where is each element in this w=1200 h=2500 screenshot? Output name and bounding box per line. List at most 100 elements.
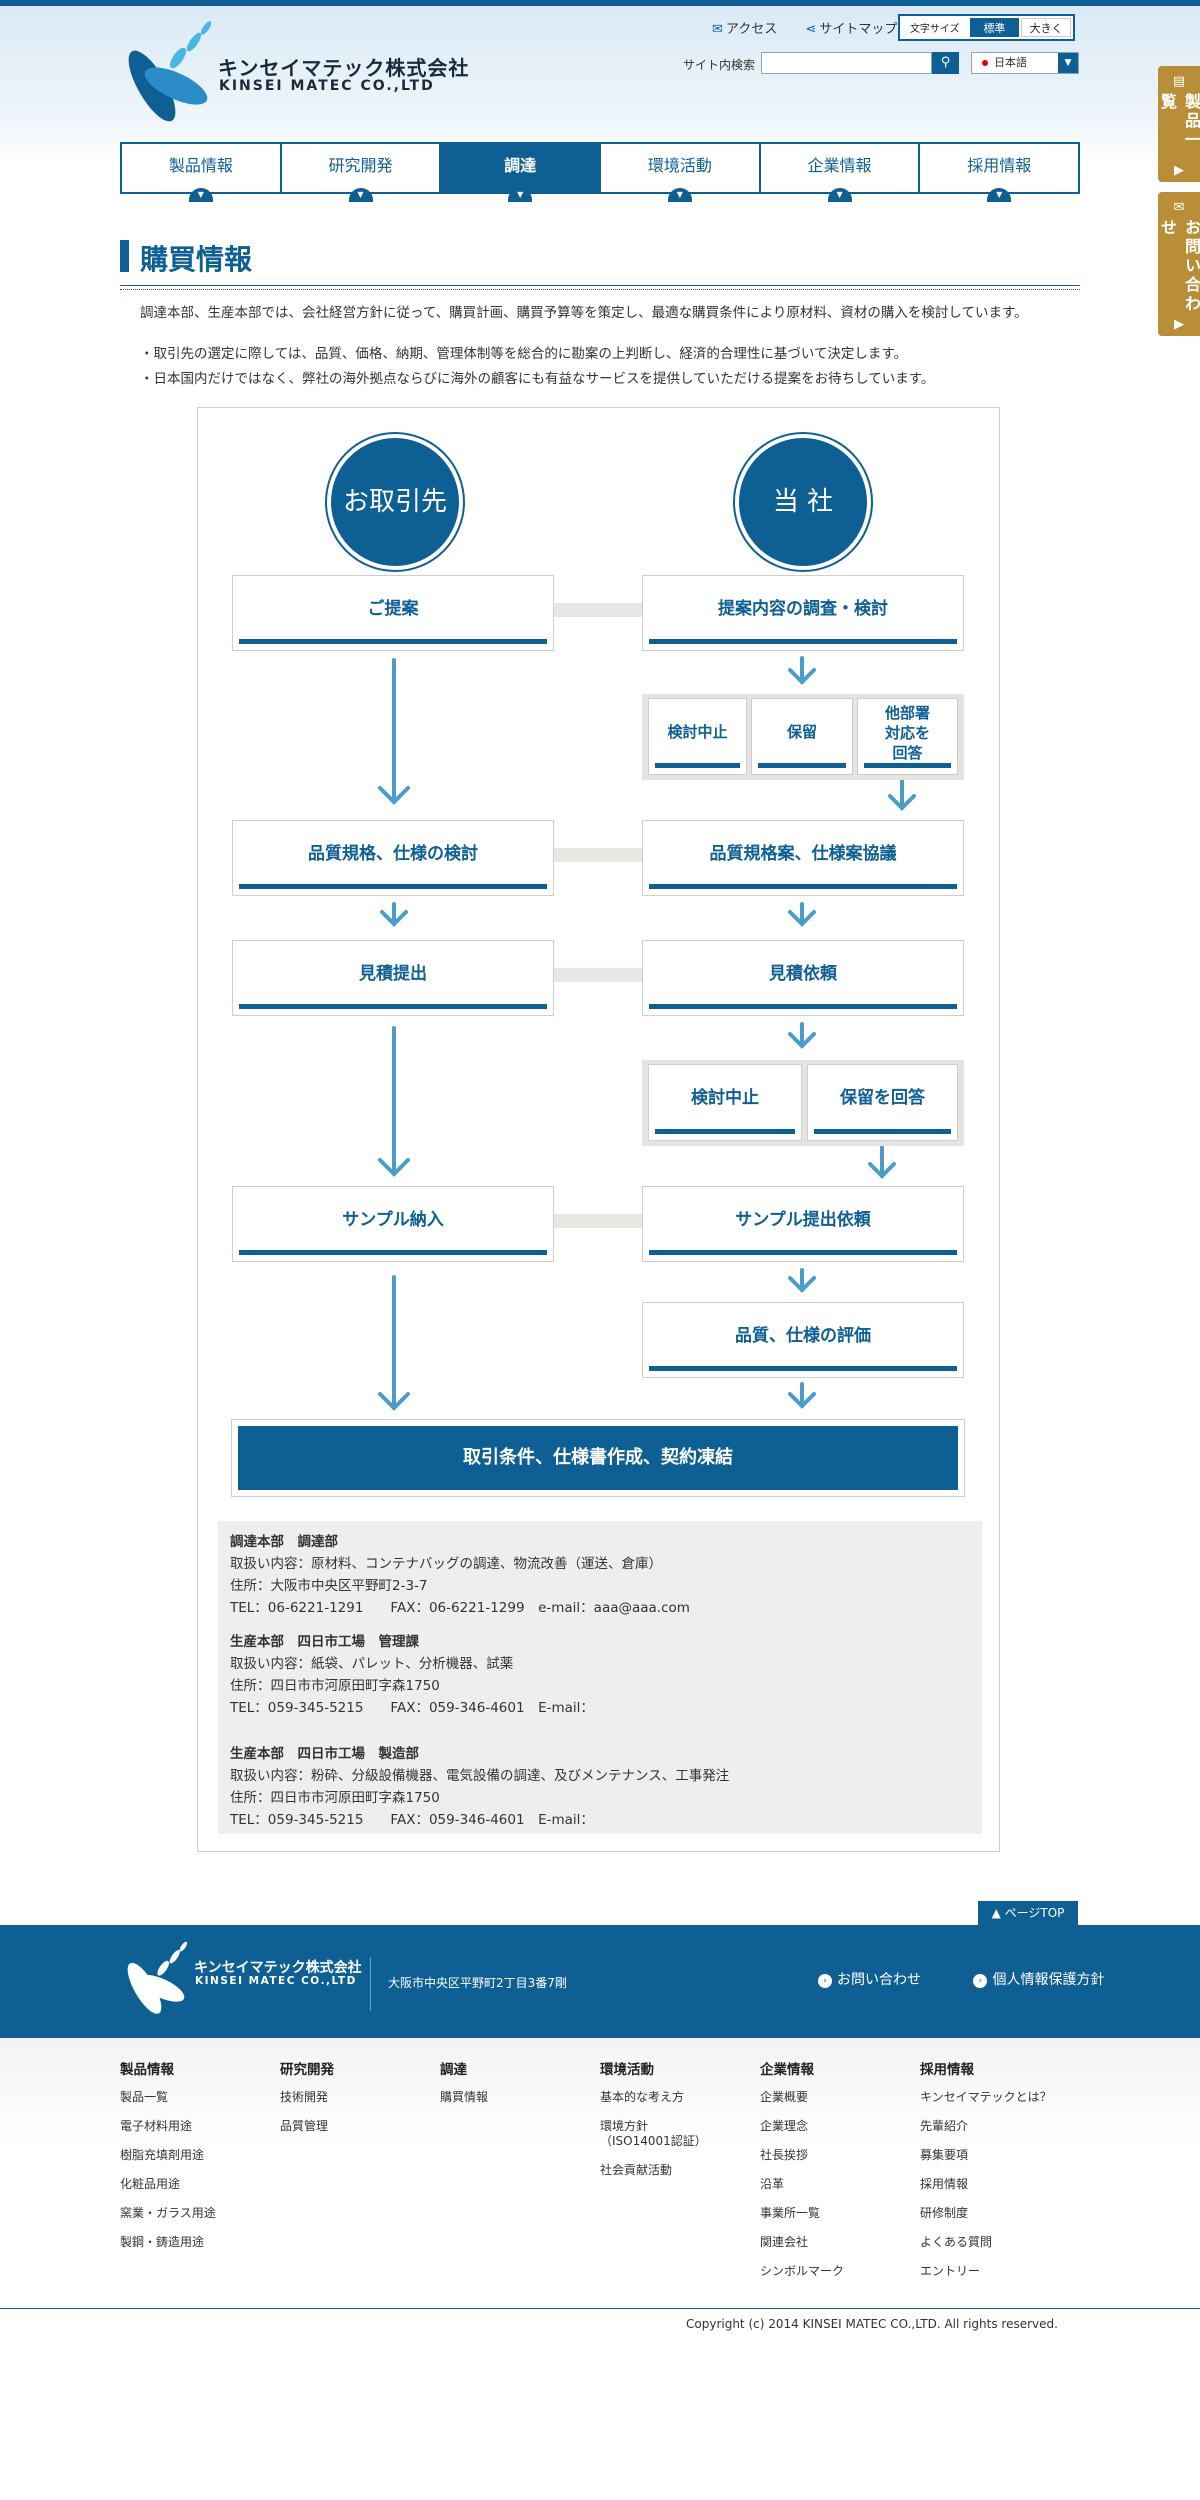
sitemap-link[interactable]: 関連会社 — [760, 2235, 809, 2249]
search-button[interactable]: ⚲ — [932, 52, 959, 74]
flow-step-final: 取引条件、仕様書作成、契約凍結 — [232, 1420, 964, 1496]
nav-item-procurement[interactable]: 調達▼ — [441, 144, 602, 202]
footer-contact-link[interactable]: ›お問い合わせ — [818, 1972, 945, 1988]
nav-item-label: 調達 — [504, 156, 537, 175]
sitemap-link[interactable]: キンセイマテックとは？ — [920, 2090, 1052, 2104]
sitemap-link[interactable]: 技術開発 — [280, 2090, 329, 2104]
sitemap-link[interactable]: 製鋼・鋳造用途 — [120, 2235, 205, 2249]
sitemap-link[interactable]: エントリー — [920, 2264, 981, 2278]
sitemap-link[interactable]: 電子材料用途 — [120, 2119, 193, 2133]
sitemap-link[interactable]: 沿革 — [760, 2177, 785, 2191]
sitemap-column: 採用情報キンセイマテックとは？先輩紹介募集要項採用情報研修制度よくある質問エント… — [920, 2058, 1080, 2293]
side-tab-products[interactable]: ▤ 製品一覧 ▶ — [1158, 66, 1200, 182]
sitemap-link[interactable]: 品質管理 — [280, 2119, 329, 2133]
flow-step-sample-request: サンプル提出依頼 — [642, 1186, 964, 1262]
sitemap-heading[interactable]: 採用情報 — [920, 2062, 974, 2078]
arrow-right-icon: ▶ — [1174, 163, 1184, 178]
sitemap-link[interactable]: 募集要項 — [920, 2148, 969, 2162]
logo-company-name-en: KINSEI MATEC CO.,LTD — [219, 78, 435, 94]
chevron-down-icon: ▼ — [348, 188, 373, 202]
sitemap-heading[interactable]: 研究開発 — [280, 2062, 334, 2078]
nav-item-label: 環境活動 — [647, 156, 712, 175]
policy-item: ・日本国内だけではなく、弊社の海外拠点ならびに海外の顧客にも有益なサービスを提供… — [140, 371, 935, 387]
footer-privacy-label: 個人情報保護方針 — [992, 1972, 1105, 1988]
nav-item-products[interactable]: 製品情報▼ — [122, 144, 282, 202]
department-address: 住所：大阪市中央区平野町2-3-7 — [230, 1578, 428, 1594]
sitemap-column: 調達購買情報 — [440, 2058, 600, 2119]
footer-divider — [370, 1957, 371, 2011]
sitemap-link[interactable]: 事業所一覧 — [760, 2206, 821, 2220]
sitemap-link[interactable]: 購買情報 — [440, 2090, 489, 2104]
footer-links: ›お問い合わせ › 個人情報保護方針 — [818, 1969, 1152, 1989]
sitemap-link[interactable]: よくある質問 — [920, 2235, 993, 2249]
font-size-large-button[interactable]: 大きく — [1021, 18, 1071, 37]
side-tab-contact[interactable]: ✉ お問い合わせ ▶ — [1158, 192, 1200, 336]
chevron-right-icon: › — [818, 1974, 832, 1988]
sitemap-link[interactable]: 環境方針 （ISO14001認証） — [600, 2119, 707, 2148]
sitemap-column: 企業情報企業概要企業理念社長挨拶沿革事業所一覧関連会社シンボルマーク — [760, 2058, 920, 2293]
map-icon: ✉ — [712, 22, 723, 37]
page-top-label: ページTOP — [1004, 1906, 1065, 1920]
sitemap-heading[interactable]: 調達 — [440, 2062, 467, 2078]
sitemap-link[interactable]: 基本的な考え方 — [600, 2090, 685, 2104]
page-top-button[interactable]: ▲ ページTOP — [978, 1901, 1078, 1925]
nav-item-recruit[interactable]: 採用情報▼ — [920, 144, 1079, 202]
department-address: 住所：四日市市河原田町字森1750 — [230, 1790, 440, 1806]
sitemap-link[interactable]: 先輩紹介 — [920, 2119, 969, 2133]
font-size-standard-button[interactable]: 標準 — [969, 18, 1020, 37]
share-icon: ⋖ — [805, 22, 817, 37]
flow-step-sample-delivery: サンプル納入 — [232, 1186, 554, 1262]
sitemap-link[interactable]: 社会貢献活動 — [600, 2163, 673, 2177]
global-nav: 製品情報▼ 研究開発▼ 調達▼ 環境活動▼ 企業情報▼ 採用情報▼ — [120, 142, 1080, 202]
sitemap-link[interactable]: シンボルマーク — [760, 2264, 845, 2278]
footer-rule — [0, 2308, 1200, 2309]
party-supplier-circle: お取引先 — [327, 434, 463, 570]
intro-text: 調達本部、生産本部では、会社経営方針に従って、購買計画、購買予算等を策定し、最適… — [140, 305, 1028, 321]
department-block: 調達本部 調達部 取扱い内容：原材料、コンテナバッグの調達、物流改善（運送、倉庫… — [230, 1531, 970, 1619]
flow-step-label: 品質規格案、仕様案協議 — [709, 844, 897, 864]
flow-step-stop: 検討中止 — [648, 1064, 802, 1141]
sitemap-link[interactable]: 企業理念 — [760, 2119, 809, 2133]
flow-connector — [554, 1214, 642, 1228]
sitemap-column: 製品情報製品一覧電子材料用途樹脂充填剤用途化粧品用途窯業・ガラス用途製鋼・鋳造用… — [120, 2058, 280, 2264]
department-name: 生産本部 四日市工場 製造部 — [230, 1746, 419, 1762]
party-company-circle: 当 社 — [735, 434, 871, 570]
sitemap-link[interactable]: 企業概要 — [760, 2090, 809, 2104]
flow-step-label: 検討中止 — [691, 1088, 759, 1108]
search-input[interactable] — [761, 52, 932, 74]
sitemap-link[interactable]: 窯業・ガラス用途 — [120, 2206, 216, 2220]
nav-item-environment[interactable]: 環境活動▼ — [601, 144, 761, 202]
arrow-up-icon: ▲ — [991, 1906, 1005, 1920]
font-size-switcher: 文字サイズ 標準 大きく — [898, 14, 1075, 41]
flow-step-label: 品質、仕様の評価 — [735, 1326, 871, 1346]
sitemap-heading[interactable]: 製品情報 — [120, 2062, 174, 2078]
flow-arrows — [378, 656, 916, 1411]
company-logo[interactable]: キンセイマテック株式会社 KINSEI MATEC CO.,LTD — [118, 18, 468, 128]
chevron-right-icon: › — [973, 1974, 988, 1988]
flow-connector — [554, 603, 642, 617]
sitemap-link[interactable]: 社長挨拶 — [760, 2148, 809, 2162]
sitemap-link[interactable]: 研修制度 — [920, 2206, 969, 2220]
nav-item-company[interactable]: 企業情報▼ — [760, 144, 921, 202]
flow-step-quality-review: 品質規格、仕様の検討 — [232, 820, 554, 896]
footer-logo[interactable]: キンセイマテック株式会社 KINSEI MATEC CO.,LTD — [120, 1939, 370, 2019]
access-link[interactable]: ✉アクセス — [712, 22, 789, 37]
sitemap-heading[interactable]: 環境活動 — [600, 2062, 654, 2078]
department-phone: TEL：059-345-5215 FAX：059-346-4601 E-mail… — [230, 1812, 594, 1828]
sitemap-link[interactable]: 樹脂充填剤用途 — [120, 2148, 205, 2162]
nav-item-research[interactable]: 研究開発▼ — [281, 144, 442, 202]
nav-item-label: 採用情報 — [967, 156, 1032, 175]
flow-step-label: 見積提出 — [359, 964, 427, 984]
sitemap-link[interactable]: 化粧品用途 — [120, 2177, 181, 2191]
flow-step-label: サンプル提出依頼 — [735, 1210, 871, 1230]
flow-step-label: 取引条件、仕様書作成、契約凍結 — [463, 1447, 733, 1468]
department-name: 調達本部 調達部 — [230, 1534, 338, 1550]
sitemap-heading[interactable]: 企業情報 — [760, 2062, 814, 2078]
flow-step-label: 提案内容の調査・検討 — [718, 599, 888, 619]
sitemap-link[interactable]: 採用情報 — [920, 2177, 969, 2191]
footer-privacy-link[interactable]: › 個人情報保護方針 — [973, 1972, 1128, 1988]
policy-list: ・取引先の選定に際しては、品質、価格、納期、管理体制等を総合的に勘案の上判断し、… — [140, 342, 934, 392]
sitemap-link[interactable]: 製品一覧 — [120, 2090, 169, 2104]
language-select[interactable]: 日本語 ▼ — [971, 52, 1079, 74]
sitemap-link[interactable]: ⋖サイトマップ — [805, 22, 909, 37]
